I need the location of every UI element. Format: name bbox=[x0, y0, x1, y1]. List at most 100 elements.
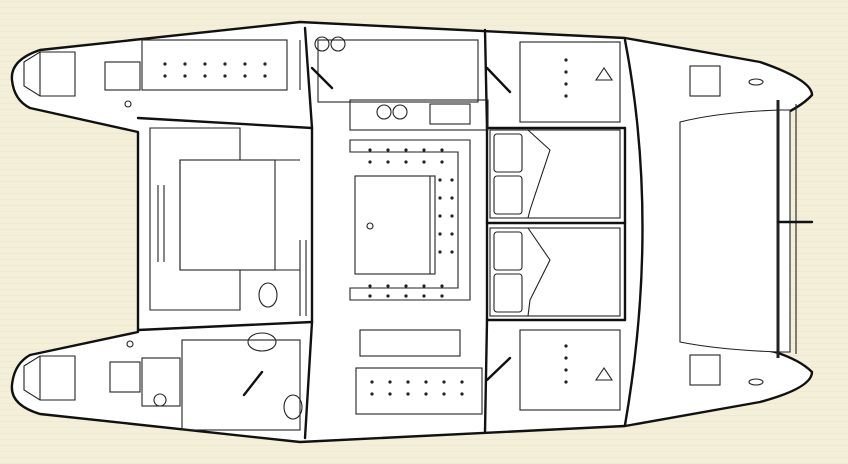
galley-sink-icon bbox=[392, 104, 408, 120]
bulkhead-starboard-2 bbox=[483, 318, 489, 434]
cockpit-table bbox=[179, 159, 276, 271]
upholstery-dot bbox=[368, 160, 372, 164]
upholstery-dot bbox=[404, 294, 408, 298]
table-mast-foot bbox=[366, 222, 374, 230]
upholstery-dot bbox=[442, 392, 446, 396]
upholstery-dot bbox=[564, 94, 568, 98]
upholstery-dot bbox=[438, 196, 442, 200]
upholstery-dot bbox=[386, 284, 390, 288]
upholstery-dot bbox=[203, 62, 207, 66]
upholstery-dot bbox=[422, 284, 426, 288]
upholstery-dot bbox=[564, 70, 568, 74]
upholstery-dot bbox=[388, 392, 392, 396]
upholstery-dot bbox=[386, 294, 390, 298]
upholstery-dot bbox=[564, 344, 568, 348]
port-door-1 bbox=[310, 66, 334, 90]
bed-pillows-3 bbox=[493, 231, 523, 271]
upholstery-dot bbox=[450, 196, 454, 200]
upholstery-dot bbox=[368, 148, 372, 152]
upholstery-dot bbox=[368, 294, 372, 298]
upholstery-dot bbox=[203, 74, 207, 78]
stbd-bunk-fwd bbox=[519, 329, 621, 411]
upholstery-dot bbox=[243, 74, 247, 78]
heads-toilet-icon bbox=[283, 394, 303, 420]
upholstery-dot bbox=[422, 160, 426, 164]
stbd-bow-hatch bbox=[748, 378, 764, 386]
upholstery-dot bbox=[404, 148, 408, 152]
upholstery-dot bbox=[440, 294, 444, 298]
upholstery-dot bbox=[263, 74, 267, 78]
bulkhead-starboard-1 bbox=[303, 320, 314, 440]
upholstery-dot bbox=[564, 380, 568, 384]
upholstery-dot bbox=[243, 62, 247, 66]
port-door-2 bbox=[485, 66, 512, 94]
port-bow-locker bbox=[689, 65, 721, 97]
upholstery-dot bbox=[404, 284, 408, 288]
upholstery-dot bbox=[438, 250, 442, 254]
heads-compartment bbox=[181, 339, 301, 431]
nav-station bbox=[359, 329, 461, 357]
upholstery-dot bbox=[460, 380, 464, 384]
upholstery-dot bbox=[450, 232, 454, 236]
upholstery-dot bbox=[564, 368, 568, 372]
trampoline bbox=[679, 109, 791, 353]
upholstery-dot bbox=[163, 62, 167, 66]
upholstery-dot bbox=[564, 356, 568, 360]
bed-pillows bbox=[493, 133, 523, 173]
bulkhead-port-1 bbox=[303, 26, 314, 130]
upholstery-dot bbox=[406, 380, 410, 384]
bed-pillows-2 bbox=[493, 175, 523, 215]
stbd-mast-icon bbox=[594, 367, 614, 381]
front-bulkhead-curve bbox=[623, 38, 644, 427]
upholstery-dot bbox=[442, 380, 446, 384]
upholstery-dots bbox=[163, 58, 568, 396]
stbd-door-1 bbox=[242, 370, 264, 397]
upholstery-dot bbox=[450, 214, 454, 218]
upholstery-dot bbox=[223, 74, 227, 78]
upholstery-dot bbox=[368, 284, 372, 288]
upholstery-dot bbox=[440, 148, 444, 152]
stbd-light bbox=[153, 393, 167, 407]
upholstery-dot bbox=[460, 392, 464, 396]
bed-pillows-4 bbox=[493, 273, 523, 313]
upholstery-dot bbox=[386, 160, 390, 164]
port-cabinet bbox=[104, 61, 141, 91]
upholstery-dot bbox=[388, 380, 392, 384]
port-bunk-fwd bbox=[519, 41, 621, 123]
saloon-light-2 bbox=[126, 340, 134, 348]
upholstery-dot bbox=[564, 58, 568, 62]
galley-hob bbox=[429, 103, 471, 125]
forward-cabin-port-bed bbox=[489, 129, 621, 219]
stbd-door-2 bbox=[485, 356, 512, 382]
upholstery-dot bbox=[424, 380, 428, 384]
forward-cabin-starboard-bed bbox=[489, 227, 621, 317]
upholstery-dot bbox=[163, 74, 167, 78]
port-stove-icon bbox=[314, 36, 330, 52]
saloon-light bbox=[124, 100, 132, 108]
upholstery-dot bbox=[370, 380, 374, 384]
stbd-bow-locker bbox=[689, 354, 721, 386]
upholstery-dot bbox=[263, 62, 267, 66]
upholstery-dot bbox=[422, 294, 426, 298]
upholstery-dot bbox=[450, 178, 454, 182]
upholstery-dot bbox=[406, 392, 410, 396]
bulkhead-saloon-aft-2 bbox=[136, 320, 314, 332]
saloon-seat bbox=[349, 139, 471, 301]
upholstery-dot bbox=[440, 160, 444, 164]
upholstery-dot bbox=[438, 178, 442, 182]
mast-icon bbox=[594, 67, 614, 81]
upholstery-dot bbox=[370, 392, 374, 396]
upholstery-dot bbox=[438, 232, 442, 236]
forward-cabin-starboard-sheet bbox=[527, 227, 551, 317]
upholstery-dot bbox=[386, 148, 390, 152]
stbd-cabinet bbox=[109, 361, 141, 393]
port-stove-icon-2 bbox=[330, 36, 346, 52]
port-bow-hatch bbox=[748, 78, 764, 86]
upholstery-dot bbox=[223, 62, 227, 66]
galley-counter bbox=[349, 99, 489, 131]
forward-cabin-port-sheet bbox=[527, 129, 551, 219]
upholstery-dot bbox=[450, 250, 454, 254]
upholstery-dot bbox=[404, 160, 408, 164]
